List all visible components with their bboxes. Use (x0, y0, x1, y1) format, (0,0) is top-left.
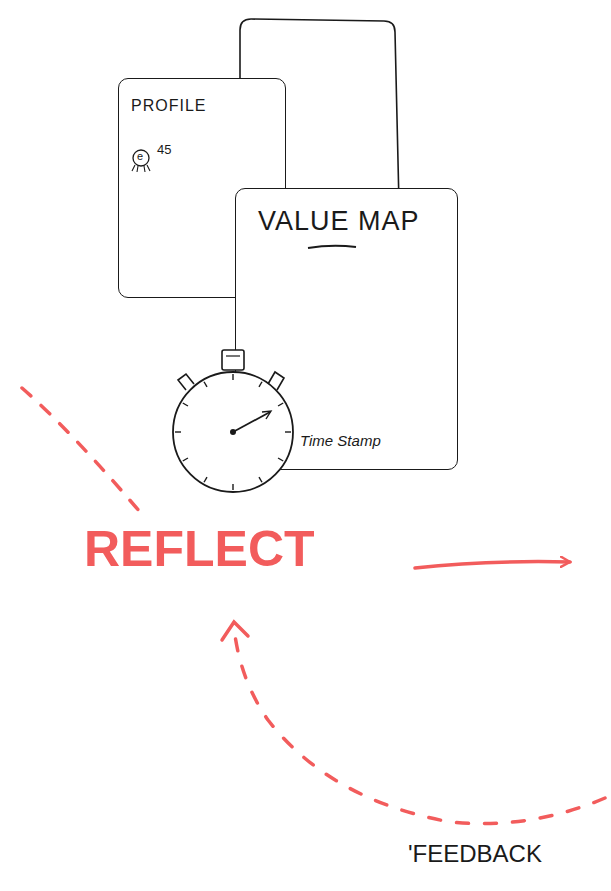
dial-tick (259, 477, 262, 482)
forward-arrow (415, 562, 570, 568)
dial-tick (259, 382, 262, 387)
card-heading: PROFILE (131, 97, 206, 115)
dial-tick (285, 431, 291, 432)
dashed-loop-top (22, 388, 140, 512)
card-heading: VALUE MAP (258, 207, 420, 237)
stage-label: REFLECT (84, 524, 315, 574)
badge-letter: e (137, 151, 143, 162)
dial-tick (183, 403, 188, 406)
timestamp-label: Time Stamp (300, 433, 381, 450)
stopwatch-icon (173, 350, 293, 492)
dial-tick (204, 477, 207, 482)
loop-label: 'FEEDBACK (408, 842, 542, 866)
dial-tick (183, 458, 188, 461)
title-underline (308, 246, 356, 248)
feedback-loop (234, 628, 605, 824)
dial-tick (278, 458, 283, 461)
badge-icon (132, 150, 150, 172)
value-map-card: VALUE MAP Time Stamp (235, 188, 458, 470)
dial-tick (175, 431, 181, 432)
dial-tick (278, 403, 283, 406)
feedback-arrowhead (222, 622, 248, 640)
dial-tick (232, 484, 233, 490)
dial-tick (232, 374, 233, 380)
score-value: 45 (157, 143, 171, 157)
dial-tick (204, 382, 207, 387)
